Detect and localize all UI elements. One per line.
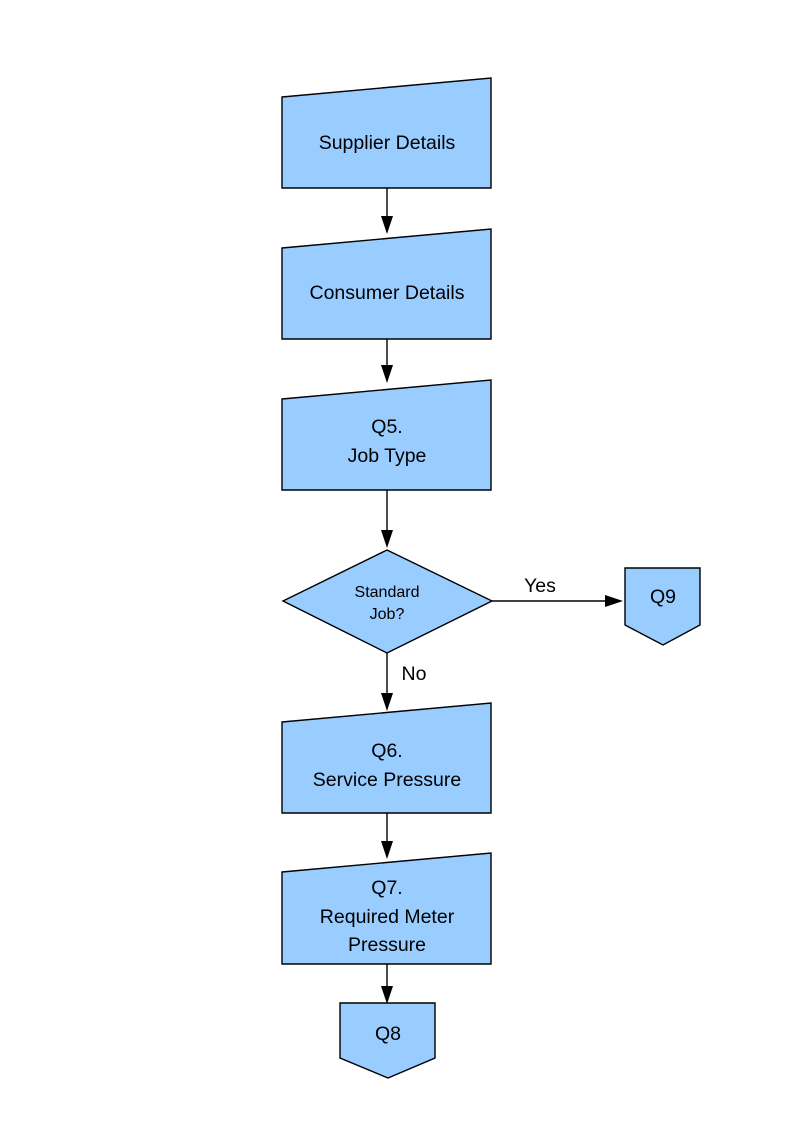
- connector-q6-to-q7: [381, 813, 393, 859]
- q5-job-type-label-line2: Job Type: [348, 445, 427, 467]
- node-consumer-details[interactable]: Consumer Details: [281, 228, 492, 340]
- connector-decision-to-q6: [381, 653, 393, 711]
- connector-decision-to-q9: [492, 595, 623, 607]
- q7-required-meter-pressure-label-line2: Required Meter: [320, 906, 455, 928]
- supplier-details-label: Supplier Details: [319, 132, 456, 154]
- supplier-details-shape[interactable]: [281, 77, 492, 189]
- q7-required-meter-pressure-label-line3: Pressure: [348, 934, 426, 956]
- node-q8[interactable]: Q8: [339, 1002, 436, 1079]
- node-q6-service-pressure[interactable]: Q6. Service Pressure: [281, 702, 492, 814]
- edge-label-no: No: [402, 663, 427, 685]
- q9-label: Q9: [650, 586, 676, 608]
- standard-job-decision-shape[interactable]: [281, 549, 494, 654]
- connector-supplier-to-consumer: [381, 188, 393, 234]
- q6-service-pressure-label-line2: Service Pressure: [313, 769, 461, 791]
- consumer-details-label: Consumer Details: [310, 282, 465, 304]
- connector-consumer-to-q5: [381, 339, 393, 383]
- q6-service-pressure-shape[interactable]: [281, 702, 492, 814]
- node-q7-required-meter-pressure[interactable]: Q7. Required Meter Pressure: [281, 852, 492, 965]
- q7-required-meter-pressure-shape[interactable]: [281, 852, 492, 965]
- q5-job-type-label-line1: Q5.: [371, 416, 402, 438]
- q5-job-type-shape[interactable]: [281, 379, 492, 491]
- consumer-details-shape[interactable]: [281, 228, 492, 340]
- node-standard-job-decision[interactable]: Standard Job?: [281, 549, 494, 654]
- node-q5-job-type[interactable]: Q5. Job Type: [281, 379, 492, 491]
- edge-label-yes: Yes: [524, 575, 556, 597]
- node-supplier-details[interactable]: Supplier Details: [281, 77, 492, 189]
- q9-shape[interactable]: [624, 567, 701, 646]
- q8-shape[interactable]: [339, 1002, 436, 1079]
- q6-service-pressure-label-line1: Q6.: [371, 740, 402, 762]
- q7-required-meter-pressure-label-line1: Q7.: [371, 877, 402, 899]
- standard-job-decision-label-line1: Standard: [355, 584, 420, 601]
- node-q9[interactable]: Q9: [624, 567, 701, 646]
- connector-q5-to-decision: [381, 490, 393, 548]
- q8-label: Q8: [375, 1023, 401, 1045]
- connector-q7-to-q8: [381, 964, 393, 1004]
- standard-job-decision-label-line2: Job?: [370, 606, 405, 623]
